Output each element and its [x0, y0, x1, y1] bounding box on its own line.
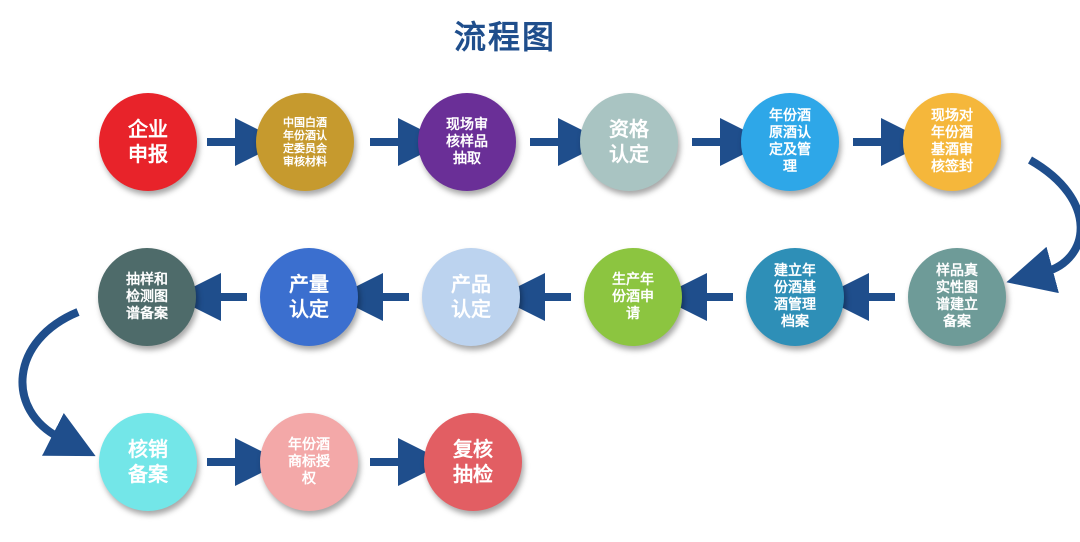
- diagram-title: 流程图: [453, 18, 556, 56]
- node-label: 企业 申报: [128, 117, 168, 166]
- node-label: 建立年 份酒基 酒管理 档案: [774, 263, 816, 330]
- node-label: 复核 抽检: [453, 437, 493, 486]
- node-recheck: 复核 抽检: [424, 413, 522, 511]
- node-enterprise-apply: 企业 申报: [99, 93, 197, 191]
- node-trademark-license: 年份酒 商标授 权: [260, 413, 358, 511]
- node-label: 中国白酒 年份酒认 定委员会 审核材料: [283, 116, 327, 168]
- node-label: 产品 认定: [451, 272, 491, 321]
- node-sampling-filing: 抽样和 检测图 谱备案: [98, 248, 196, 346]
- node-label: 资格 认定: [609, 117, 649, 166]
- node-label: 年份酒 原酒认 定及管 理: [769, 108, 811, 175]
- node-base-liquor-mgmt: 年份酒 原酒认 定及管 理: [741, 93, 839, 191]
- curve-arrow-right: [1006, 156, 1080, 294]
- node-writeoff-filing: 核销 备案: [99, 413, 197, 511]
- node-label: 现场审 核样品 抽取: [446, 116, 488, 167]
- node-product-certify: 产品 认定: [422, 248, 520, 346]
- curve-arrow-left: [18, 308, 96, 457]
- node-label: 生产年 份酒申 请: [612, 271, 654, 322]
- node-onsite-sampling: 现场审 核样品 抽取: [418, 93, 516, 191]
- node-production-apply: 生产年 份酒申 请: [584, 248, 682, 346]
- node-output-certify: 产量 认定: [260, 248, 358, 346]
- node-label: 产量 认定: [289, 272, 329, 321]
- node-spectrum-filing: 样品真 实性图 谱建立 备案: [908, 248, 1006, 346]
- node-label: 抽样和 检测图 谱备案: [126, 271, 168, 322]
- node-onsite-seal: 现场对 年份酒 基酒审 核签封: [903, 93, 1001, 191]
- node-label: 年份酒 商标授 权: [288, 436, 330, 487]
- node-label: 核销 备案: [128, 437, 168, 486]
- node-label: 样品真 实性图 谱建立 备案: [936, 263, 978, 330]
- node-label: 现场对 年份酒 基酒审 核签封: [931, 108, 973, 175]
- node-qualification: 资格 认定: [580, 93, 678, 191]
- node-committee-review: 中国白酒 年份酒认 定委员会 审核材料: [256, 93, 354, 191]
- node-archive: 建立年 份酒基 酒管理 档案: [746, 248, 844, 346]
